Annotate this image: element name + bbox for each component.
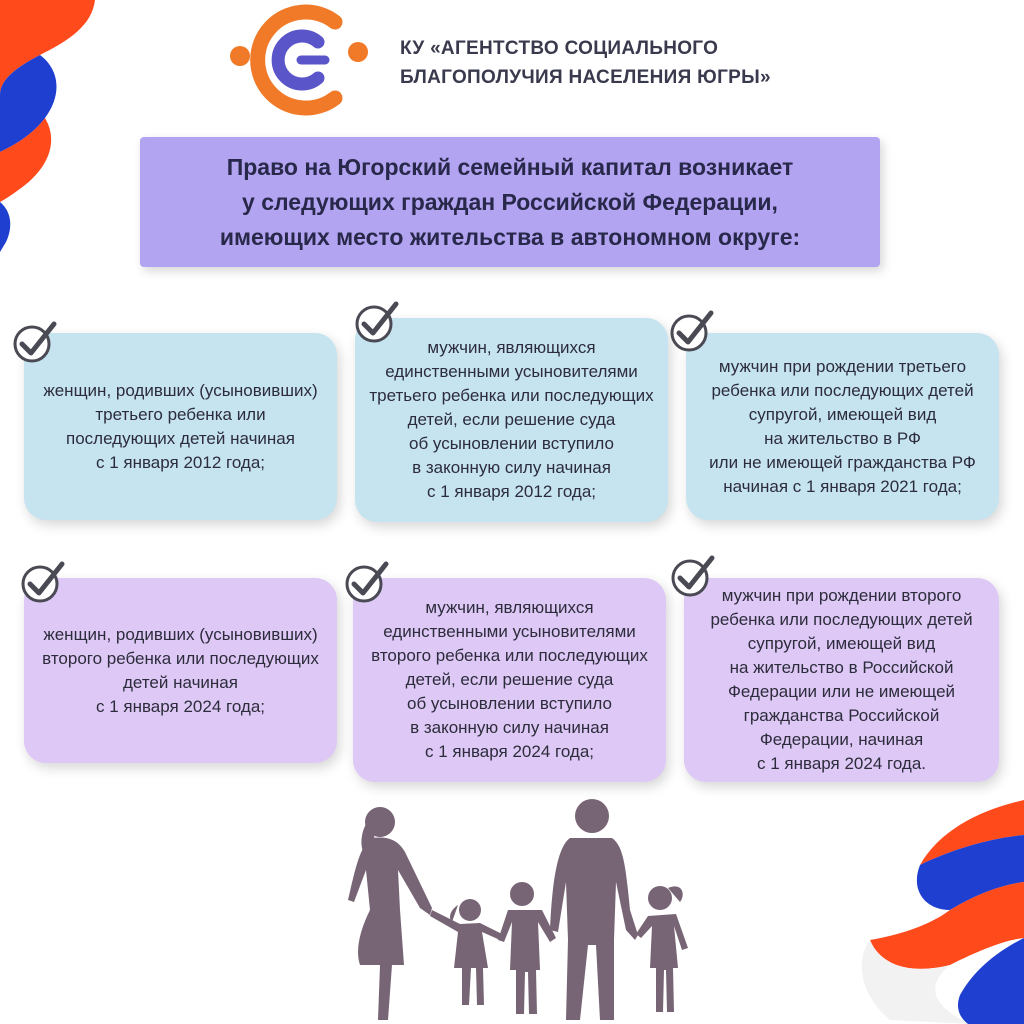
- check-circle-icon: [355, 301, 399, 343]
- card-5: мужчин, являющихся единственными усынови…: [353, 578, 666, 782]
- check-circle-icon: [670, 310, 714, 352]
- card-text: мужчин при рождении второго ребенка или …: [710, 586, 973, 773]
- check-circle-icon: [13, 321, 57, 363]
- card-3: мужчин при рождении третьего ребенка или…: [686, 333, 999, 520]
- check-circle-icon: [21, 561, 65, 603]
- ribbon-top-left: [0, 0, 95, 252]
- family-silhouette: [348, 799, 688, 1020]
- card-text: мужчин, являющихся единственными усынови…: [369, 338, 654, 501]
- card-1: женщин, родивших (усыновивших) третьего …: [24, 333, 337, 520]
- card-4: женщин, родивших (усыновивших) второго р…: [24, 578, 337, 763]
- card-text: женщин, родивших (усыновивших) третьего …: [43, 380, 318, 472]
- ribbon-bottom-right: [861, 800, 1024, 1024]
- card-text: мужчин, являющихся единственными усынови…: [371, 598, 648, 761]
- page-title: Право на Югорский семейный капитал возни…: [219, 153, 801, 250]
- check-circle-icon: [345, 561, 389, 603]
- card-6: мужчин при рождении второго ребенка или …: [684, 578, 999, 782]
- title-box: Право на Югорский семейный капитал возни…: [140, 137, 880, 267]
- card-text: мужчин при рождении третьего ребенка или…: [709, 356, 976, 496]
- organization-name: КУ «АГЕНТСТВО СОЦИАЛЬНОГО БЛАГОПОЛУЧИЯ Н…: [400, 38, 771, 88]
- agency-logo: [230, 4, 368, 116]
- card-text: женщин, родивших (усыновивших) второго р…: [42, 624, 319, 716]
- header: КУ «АГЕНТСТВО СОЦИАЛЬНОГО БЛАГОПОЛУЧИЯ Н…: [225, 0, 785, 125]
- card-2: мужчин, являющихся единственными усынови…: [355, 318, 668, 522]
- check-circle-icon: [671, 555, 715, 597]
